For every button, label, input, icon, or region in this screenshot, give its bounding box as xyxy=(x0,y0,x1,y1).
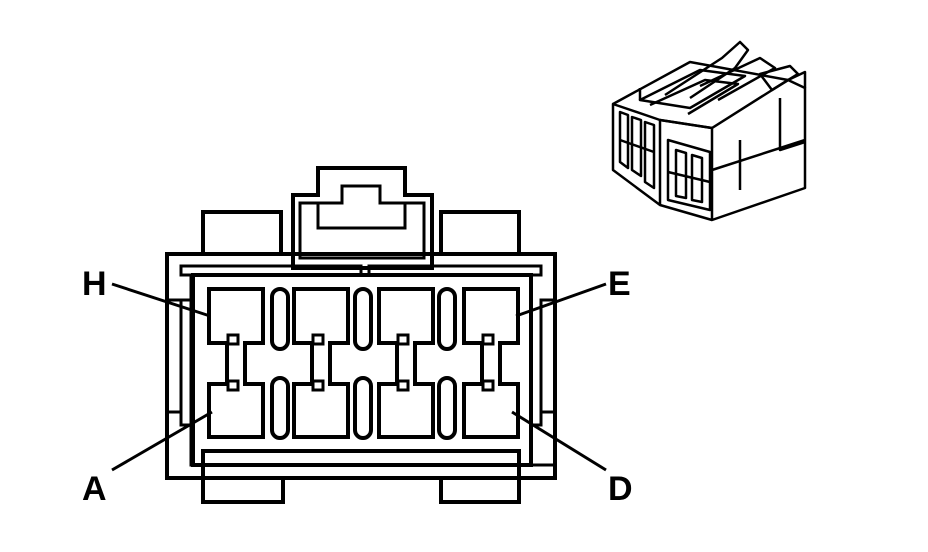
top-left-tab xyxy=(201,210,283,256)
cavity-frame xyxy=(191,273,533,467)
pin-label-d: D xyxy=(608,470,633,508)
bottom-left-foot xyxy=(201,476,285,504)
bottom-rail xyxy=(201,449,521,480)
leader-line-d xyxy=(511,410,607,472)
bottom-right-foot xyxy=(439,476,521,504)
connector-isometric-view xyxy=(611,40,807,222)
top-right-tab xyxy=(439,210,521,256)
leader-line-e xyxy=(515,282,607,318)
top-latch xyxy=(291,166,434,270)
leader-line-a xyxy=(111,410,213,472)
pin-label-h: H xyxy=(82,265,107,303)
pin-label-a: A xyxy=(82,470,107,508)
pin-label-e: E xyxy=(608,265,631,303)
leader-line-h xyxy=(111,282,211,318)
separator-slots xyxy=(270,287,457,440)
connector-face-view: H E A D xyxy=(82,166,633,508)
terminal-cavities xyxy=(207,287,520,439)
